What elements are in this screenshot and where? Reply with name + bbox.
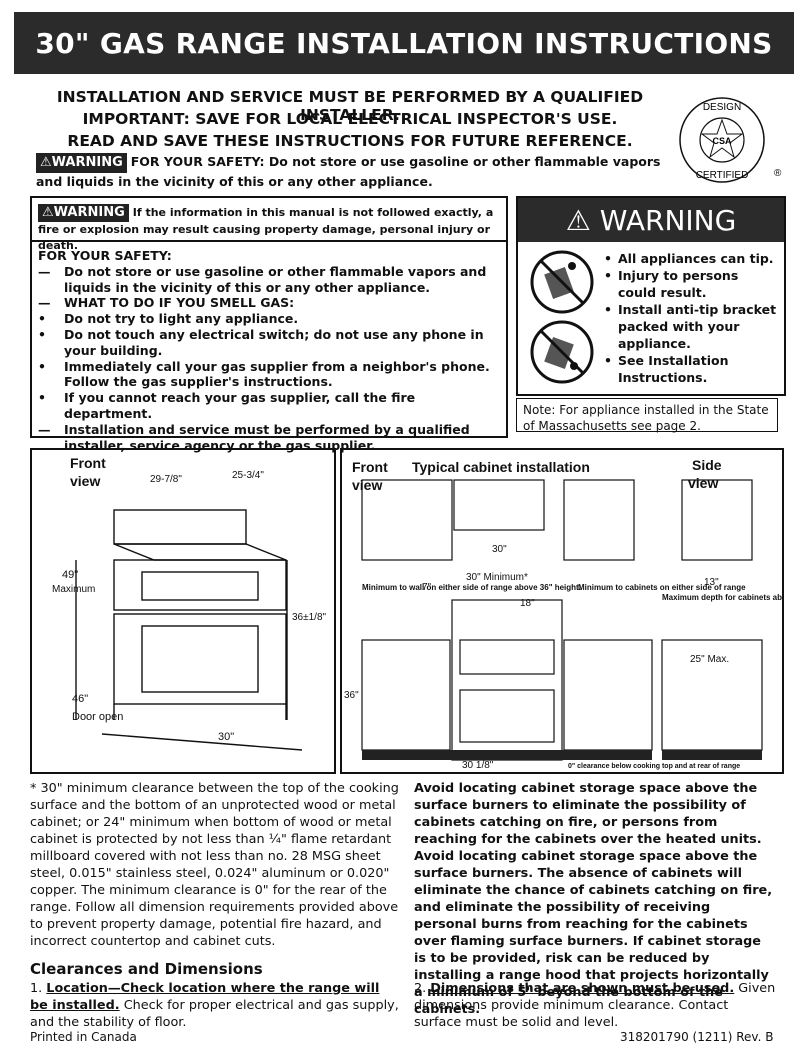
tip-warning-box: ⚠ WARNING •All appliances can tip. •Injur… [516,196,786,396]
safety-list-item: •Do not touch any electrical switch; do … [38,326,484,358]
tip-list-item: •See Installation Instructions. [604,353,729,385]
cabinet-title: Typical cabinet installation [412,459,590,475]
section-title: Clearances and Dimensions [30,960,263,978]
cabinet-installation-panel: Front view Typical cabinet installation … [340,448,808,774]
csa-certification-seal: CSA DESIGN CERTIFIED ® [679,97,782,183]
header-line-3: READ AND SAVE THESE INSTRUCTIONS FOR FUT… [67,132,633,150]
tip-list-item: •Install anti-tip bracket packed with yo… [604,302,777,351]
min-right-note: Minimum to cabinets on either side of ra… [578,583,746,592]
dim-18: 18" [520,598,535,609]
max-depth-note: Maximum depth for cabinets above range t… [662,593,782,602]
front-view-label-a: Front [70,455,106,471]
footer-right: 318201790 (1211) Rev. B [620,1030,774,1044]
door-open-label: Door open [72,711,123,723]
tip-warning-head: ⚠ WARNING [518,198,784,242]
tip-list-item: •All appliances can tip. [604,251,774,266]
tip-over-icon [530,250,594,384]
dim-30: 30" [492,544,507,555]
cabinet-front-a: Front [352,459,388,475]
dim-7: 7" [422,582,432,593]
footnote: * 30" minimum clearance between the top … [30,781,399,949]
cabinet-installation-diagram: Front view Typical cabinet installation … [344,457,808,771]
depth-dim: 25-3/4" [232,470,264,481]
height-max-dim: 49" [62,569,78,581]
min-left-note: Minimum to wall on either side of range … [362,583,581,592]
warning-badge: ⚠WARNING [38,204,129,222]
tip-warning-list: •All appliances can tip. •Injury to perso… [604,250,780,386]
footer-left: Printed in Canada [30,1030,137,1044]
safety-list-item: •Immediately call your gas supplier from… [38,358,490,390]
massachusetts-note: Note: For appliance installed in the Sta… [516,398,778,433]
clearance-item-1: 1. Location—Check location where the ran… [30,981,399,1030]
height-max-label: Maximum [52,584,95,595]
warning-badge: ⚠WARNING [36,153,127,173]
tip-list-item: •Injury to persons could result. [604,268,739,300]
clearance-note: 0" clearance below cooking top and at re… [568,763,740,770]
dim-36: 36" [344,690,359,701]
seal-bottom: CERTIFIED [696,170,749,181]
range-front-view-diagram: Front view 29-7/8" 25-3/4" 49" Maximum 3… [52,455,327,751]
cabinet-front-b: view [352,477,382,493]
safety-list-item: •If you cannot reach your gas supplier, … [38,390,416,421]
page-title: 30" GAS RANGE INSTALLATION INSTRUCTIONS [14,12,794,74]
width-dim: 29-7/8" [150,474,182,485]
seal-top: DESIGN [703,102,741,113]
cabinet-storage-text: Avoid locating cabinet storage space abo… [414,781,773,1017]
header-line-2: IMPORTANT: SAVE FOR LOCAL ELECTRICAL INS… [82,110,618,128]
height-dim: 36±1/8" [292,612,327,623]
base-width-dim: 30" [218,731,234,743]
front-view-label-b: view [70,473,100,489]
safety-list-item: —WHAT TO DO IF YOU SMELL GAS: [38,295,295,311]
safety-list-item: •Do not try to light any appliance. [38,311,299,327]
front-view-panel: Front view 29-7/8" 25-3/4" 49" Maximum 3… [30,448,336,774]
dim-13: 13" [704,577,719,588]
safety-list-item: —Do not store or use gasoline or other f… [38,263,487,295]
gas-warning-list: FOR YOUR SAFETY: —Do not store or use ga… [38,248,504,453]
for-safety-label: FOR YOUR SAFETY: [38,248,172,263]
seal-reg: ® [774,168,782,179]
clearance-item-2: 2. Dimensions that are shown must be use… [414,981,776,1030]
dim-30-min: 30" Minimum* [466,572,528,583]
dim-25-max: 25" Max. [690,654,729,665]
door-open-dim: 46" [72,693,88,705]
dim-30-1-8: 30 1/8" [462,760,494,771]
seal-center: CSA [712,136,732,146]
header-line-1: INSTALLATION AND SERVICE MUST BE PERFORM… [56,88,644,124]
cabinet-side-a: Side [692,457,722,473]
cabinet-side-b: view [688,475,718,491]
